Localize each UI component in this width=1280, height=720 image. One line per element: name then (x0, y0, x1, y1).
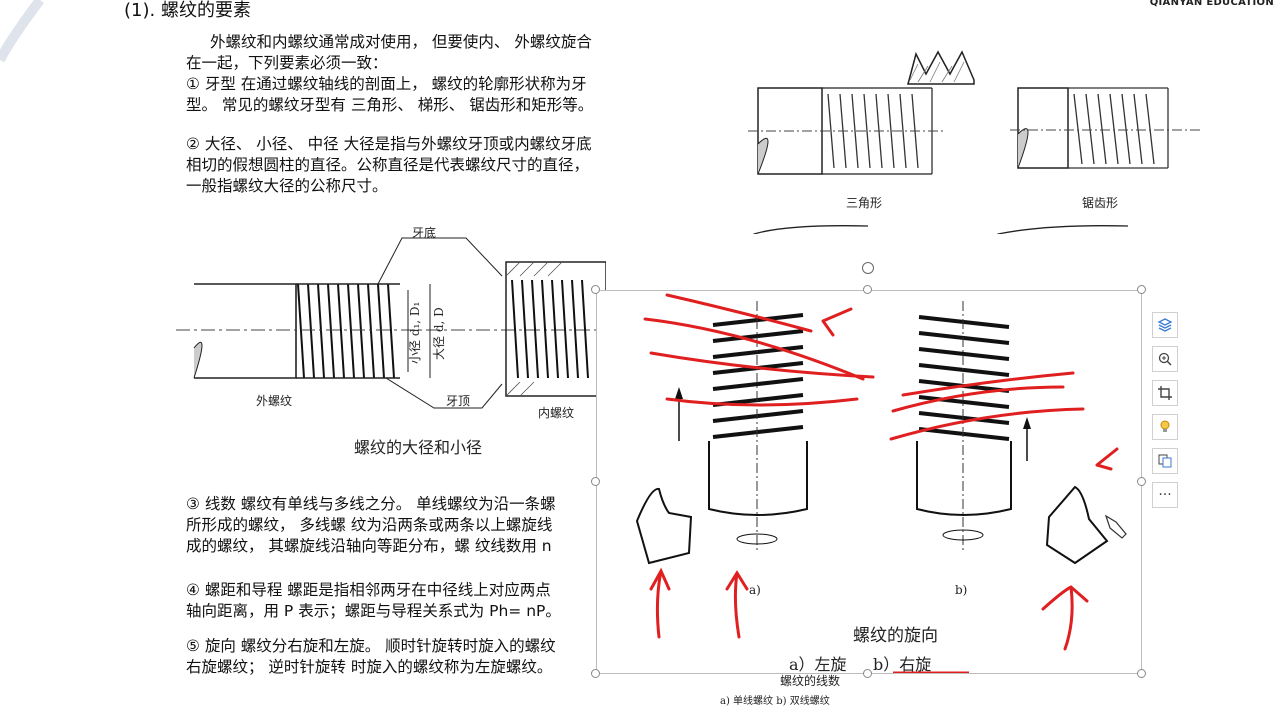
label-minor-diameter: 小径 d₁, D₁ (408, 301, 422, 364)
resize-handle-bottom-right[interactable] (1137, 669, 1146, 678)
label-major-diameter: 大径 d, D (432, 307, 446, 360)
layers-icon (1157, 318, 1173, 332)
more-button[interactable]: ··· (1152, 482, 1178, 508)
text-line: ③ 线数 螺纹有单线与多线之分。 单线螺纹为沿一条螺 (186, 495, 556, 513)
copy-button[interactable] (1152, 448, 1178, 474)
paragraph-handedness: ⑤ 旋向 螺纹分右旋和左旋。 顺时针旋转时旋入的螺纹 右旋螺纹； 逆时针旋转 时… (186, 636, 606, 678)
caption-triangular: 三角形 (846, 196, 883, 210)
label-b: b) (955, 583, 968, 597)
text-line: 一般指螺纹大径的公称尺寸。 (186, 177, 388, 195)
resize-handle-bottom-left[interactable] (591, 669, 600, 678)
brand-logo-text: QIANYAN EDUCATION (1149, 0, 1274, 8)
handedness-subtitle-right: b）右旋 (873, 655, 932, 674)
text-line: 成的螺纹， 其螺旋线沿轴向等距分布，螺 纹线数用 n (186, 537, 552, 555)
text-line: 右旋螺纹； 逆时针旋转 时旋入的螺纹称为左旋螺纹。 (186, 658, 553, 676)
zoom-in-icon (1158, 352, 1172, 366)
text-line: 型。 常见的螺纹牙型有 三角形、 梯形、 锯齿形和矩形等。 (186, 96, 594, 114)
section-heading: (1). 螺纹的要素 (124, 0, 251, 21)
resize-handle-top-right[interactable] (1137, 285, 1146, 294)
crop-icon (1158, 386, 1172, 400)
text-line: 轴向距离，用 P 表示；螺距与导程关系式为 Ph= nP。 (186, 602, 561, 620)
caption-diameter-diagram: 螺纹的大径和小径 (354, 438, 483, 457)
handedness-figure (635, 293, 1119, 651)
paragraph-pitch-lead: ④ 螺距和导程 螺距是指相邻两牙在中径线上对应两点 轴向距离，用 P 表示；螺距… (186, 580, 606, 622)
pen-cursor-icon (1104, 514, 1127, 539)
paragraph-thread-intro: 外螺纹和内螺纹通常成对使用， 但要使内、 外螺纹旋合 在一起，下列要素必须一致：… (186, 32, 656, 116)
text-line: ④ 螺距和导程 螺距是指相邻两牙在中径线上对应两点 (186, 581, 551, 599)
caption-thread-count-title: 螺纹的线数 (780, 674, 841, 688)
text-line: 在一起，下列要素必须一致： (186, 54, 388, 72)
thread-profile-figures (748, 50, 1200, 234)
ideas-button[interactable] (1152, 414, 1178, 440)
text-line: 外螺纹和内螺纹通常成对使用， 但要使内、 外螺纹旋合 (210, 33, 592, 51)
text-line: 相切的假想圆柱的直径。公称直径是代表螺纹尺寸的直径， (186, 156, 590, 174)
label-a: a) (749, 583, 761, 597)
diameter-diagram (176, 237, 606, 409)
caption-thread-count-subtitle: a) 单线螺纹 b) 双线螺纹 (720, 696, 830, 707)
more-icon: ··· (1158, 487, 1172, 503)
lightbulb-icon (1160, 420, 1170, 432)
underline-annotation (893, 671, 969, 673)
copy-icon (1158, 454, 1172, 468)
label-crest: 牙顶 (446, 394, 471, 408)
handedness-title: 螺纹的旋向 (853, 626, 938, 646)
label-external-thread: 外螺纹 (256, 394, 293, 408)
handedness-image-overlay[interactable]: a) b) 螺纹的旋向 a）左旋 b）右旋 (596, 290, 1142, 674)
resize-handle-top[interactable] (863, 285, 872, 294)
text-line: ① 牙型 在通过螺纹轴线的剖面上， 螺纹的轮廓形状称为牙 (186, 75, 587, 93)
text-line: 所形成的螺纹， 多线螺 纹为沿两条或两条以上螺旋线 (186, 516, 553, 534)
resize-handle-right[interactable] (1137, 477, 1146, 486)
paragraph-thread-count: ③ 线数 螺纹有单线与多线之分。 单线螺纹为沿一条螺 所形成的螺纹， 多线螺 纹… (186, 494, 606, 557)
resize-handle-left[interactable] (591, 477, 600, 486)
resize-handle-bottom[interactable] (863, 669, 872, 678)
handedness-subtitle-left: a）左旋 (789, 655, 847, 674)
text-line: ② 大径、 小径、 中径 大径是指与外螺纹牙顶或内螺纹牙底 (186, 135, 592, 153)
text-line: ⑤ 旋向 螺纹分右旋和左旋。 顺时针旋转时旋入的螺纹 (186, 637, 556, 655)
rotate-handle[interactable] (862, 262, 874, 274)
layers-button[interactable] (1152, 312, 1178, 338)
crop-button[interactable] (1152, 380, 1178, 406)
image-toolbar: ··· (1152, 312, 1180, 516)
paragraph-diameters: ② 大径、 小径、 中径 大径是指与外螺纹牙顶或内螺纹牙底 相切的假想圆柱的直径… (186, 134, 656, 197)
caption-sawtooth: 锯齿形 (1082, 196, 1119, 210)
label-root: 牙底 (412, 226, 437, 240)
zoom-in-button[interactable] (1152, 346, 1178, 372)
label-internal-thread: 内螺纹 (538, 406, 575, 420)
resize-handle-top-left[interactable] (591, 285, 600, 294)
